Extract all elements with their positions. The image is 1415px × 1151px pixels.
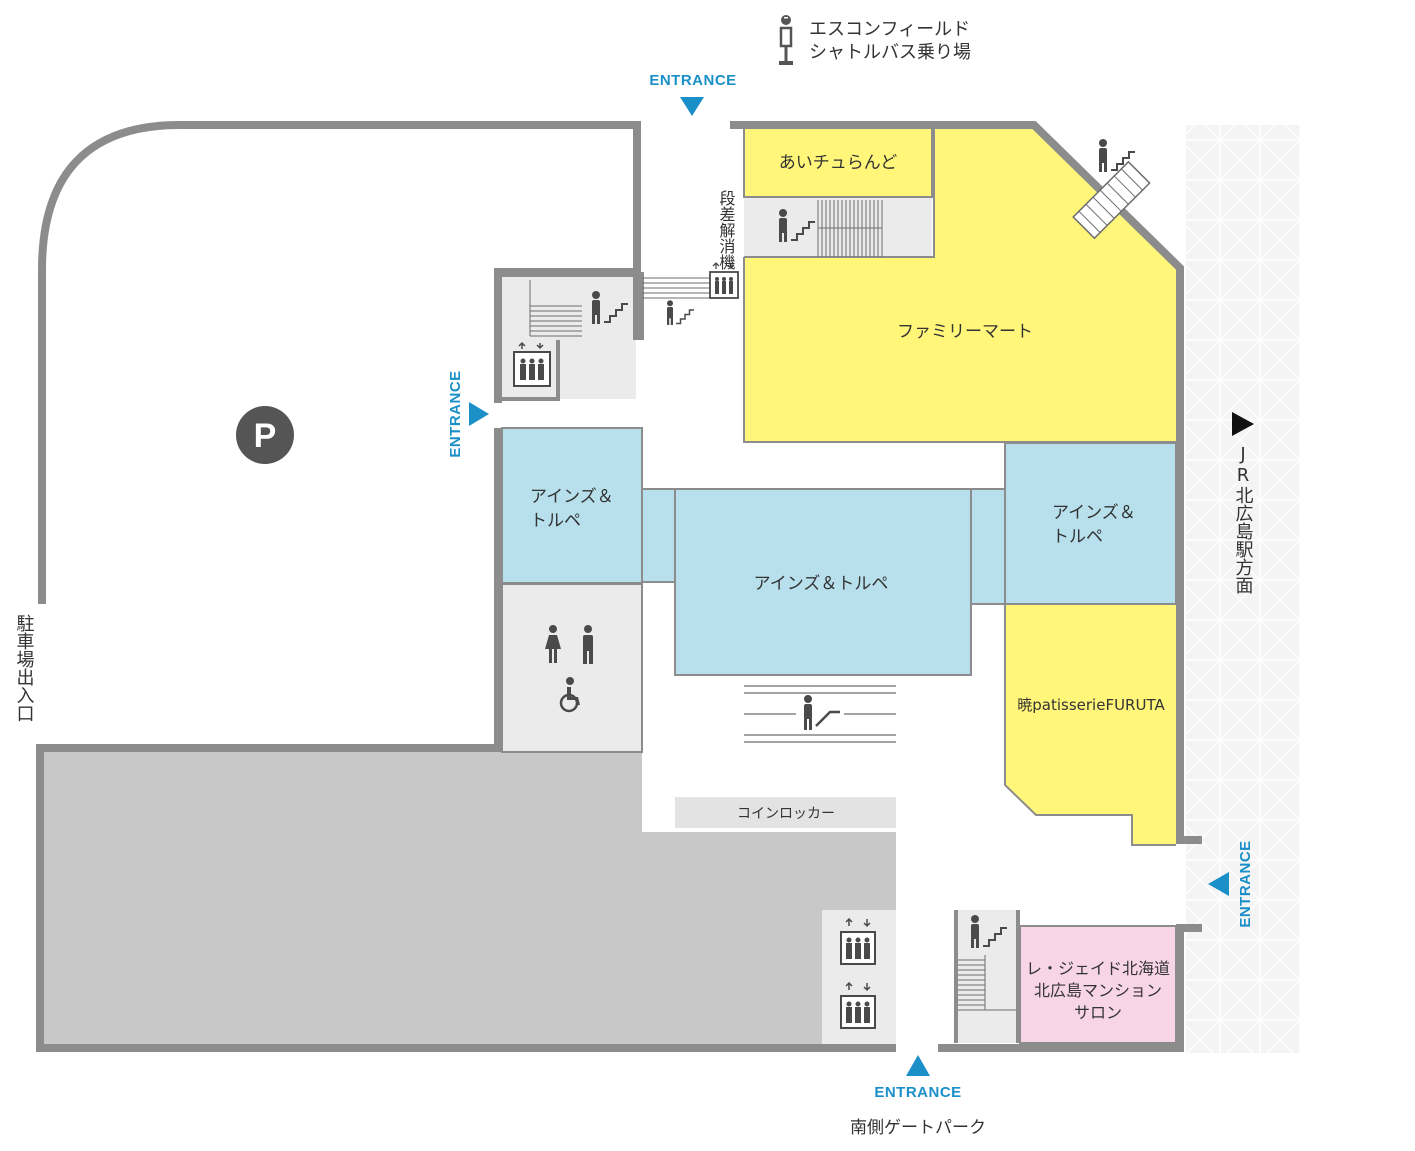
shop-lejade[interactable]: [1020, 926, 1176, 1043]
entrance-arrow-icon: [680, 97, 704, 116]
entrance-south: ENTRANCE: [874, 1084, 961, 1101]
elevator-icon[interactable]: [513, 262, 876, 1029]
entrance-arrow-icon: [1208, 872, 1229, 896]
shop-ainz-right[interactable]: [1005, 443, 1176, 604]
entrance-north: ENTRANCE: [649, 72, 736, 89]
connector-ainz-left: [642, 489, 675, 582]
jr-arrow-icon: [1232, 412, 1254, 436]
coin-locker-area: [675, 797, 896, 828]
wheelchair-icon: [559, 677, 580, 713]
coin-locker-label: コインロッカー: [737, 806, 835, 822]
shop-aichuland-label: あいチュらんど: [779, 153, 898, 173]
entrance-west: ENTRANCE: [447, 370, 464, 457]
shop-aichuland[interactable]: [744, 127, 932, 197]
bus-stop-icon: [779, 15, 793, 65]
bus-stop-label-line1: エスコンフィールド: [809, 19, 970, 40]
shop-familymart-label: ファミリーマート: [897, 322, 1033, 342]
wall-south-east: [938, 924, 1202, 1052]
shop-furuta-label: 暁patisserieFURUTA: [1017, 696, 1165, 714]
entrance-east: ENTRANCE: [1237, 840, 1254, 927]
shop-familymart[interactable]: [744, 127, 1176, 442]
stairs-icon: [529, 200, 1016, 1011]
shop-ainz-center[interactable]: [675, 489, 971, 675]
jr-direction-label: JR北広島駅方面: [1233, 444, 1254, 594]
jr-plaza: [1186, 125, 1300, 1053]
wall-west-core-lower: [36, 428, 896, 1052]
connector-ainz-right: [971, 489, 1005, 604]
stair-core-south: [956, 910, 1018, 1043]
shop-ainz-right-label-1: アインズ＆: [1052, 503, 1136, 523]
shop-ainz-center-label: アインズ＆トルペ: [754, 574, 889, 594]
wall-parking-top: [38, 121, 641, 604]
parking-badge: P: [236, 406, 294, 464]
shop-lejade-label-2: 北広島マンション: [1034, 981, 1162, 1000]
shop-lejade-label-1: レ・ジェイド北海道: [1026, 959, 1170, 978]
parking-structure: [40, 750, 896, 1046]
shop-lejade-label-3: サロン: [1074, 1003, 1122, 1022]
shop-ainz-right-label-2: トルペ: [1052, 527, 1103, 547]
south-gate-label: 南側ゲートパーク: [850, 1118, 986, 1138]
shop-ainz-left-label-1: アインズ＆: [530, 487, 614, 507]
shop-furuta[interactable]: [1005, 604, 1176, 845]
escalator-icon[interactable]: [1072, 160, 1151, 240]
shop-ainz-left[interactable]: [502, 428, 642, 583]
entrance-arrow-icon: [906, 1055, 930, 1076]
parking-exit-label: 駐車場出入口: [14, 614, 35, 722]
entrance-arrow-icon: [469, 402, 489, 426]
escalator-icon: [592, 139, 1135, 948]
restroom-area: [502, 584, 642, 752]
wall-north-east: [730, 121, 1202, 844]
barrier-free-lift-label: 段差解消機: [717, 190, 736, 271]
shop-ainz-left-label-2: トルペ: [530, 511, 581, 531]
female-restroom-icon: [545, 625, 561, 663]
bus-stop-label-line2: シャトルバス乗り場: [809, 42, 971, 63]
wall-west-core: [494, 268, 637, 403]
escalator-icon[interactable]: [744, 685, 896, 743]
male-restroom-icon: [583, 625, 593, 664]
svg-text:P: P: [254, 417, 277, 455]
